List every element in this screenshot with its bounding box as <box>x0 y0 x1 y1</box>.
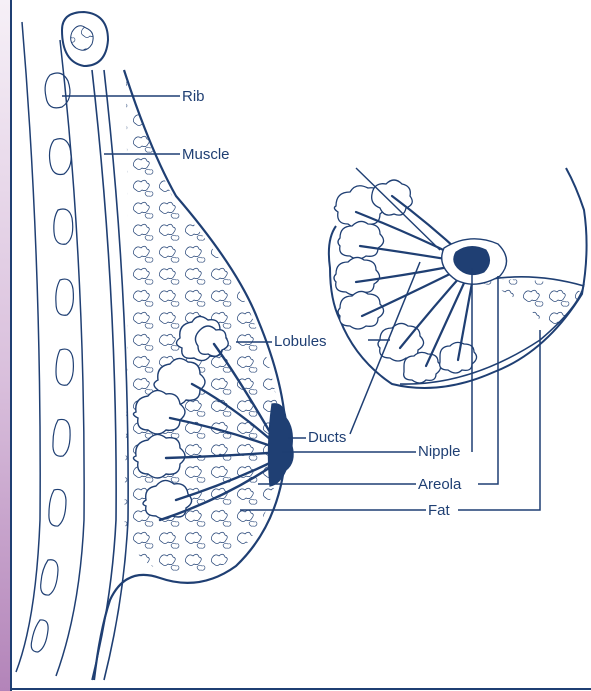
label-fat: Fat <box>428 502 451 519</box>
label-areola: Areola <box>418 476 462 493</box>
left-edge-strip <box>0 0 10 691</box>
label-ducts: Ducts <box>308 429 346 446</box>
label-nipple: Nipple <box>418 443 461 460</box>
label-muscle: Muscle <box>182 146 230 163</box>
label-lobules: Lobules <box>274 333 327 350</box>
label-rib: Rib <box>182 88 205 105</box>
